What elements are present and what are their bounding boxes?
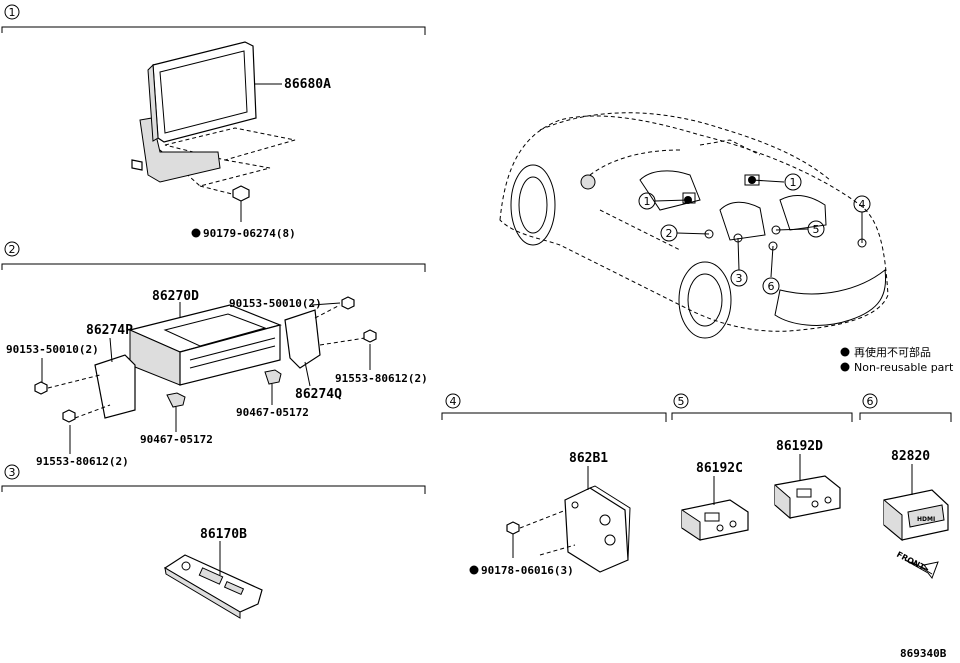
part-number-86274Q: 86274Q	[295, 387, 342, 402]
part-number-86680A: 86680A	[284, 77, 331, 92]
car-callout-4: 4	[859, 198, 866, 211]
section-6-bracket: 6	[859, 393, 952, 422]
section-4-bracket: 4	[441, 393, 667, 422]
section-1-bracket: 1	[1, 4, 426, 35]
usb-jack-c-drawing	[681, 499, 749, 541]
legend-en: Non-reusable part	[854, 361, 954, 374]
section-3-bracket: 3	[1, 464, 426, 494]
part-number-86274P: 86274P	[86, 323, 133, 338]
car-callout-2a: 2	[666, 227, 673, 240]
section-2-number: 2	[9, 243, 16, 256]
section-1-number: 1	[9, 6, 16, 19]
hdmi-port-label: HDMI	[917, 516, 935, 523]
part-number-862B1: 862B1	[569, 451, 608, 466]
car-callout-1a: 1	[644, 195, 651, 208]
part-number-screw-left: 90153-50010(2)	[6, 343, 99, 356]
car-callout-6: 6	[768, 280, 775, 293]
part-number-clip-left: 90467-05172	[140, 433, 213, 446]
part-number-86270D: 86270D	[152, 289, 199, 304]
legend-jp: 再使用不可部品	[854, 345, 931, 359]
hdmi-jack-drawing: HDMI	[883, 489, 949, 542]
remote-control-drawing	[163, 554, 263, 619]
diagram-id: 869340B	[900, 647, 947, 660]
part-number-screw-top-right: 90153-50010(2)	[229, 297, 322, 310]
part-number-82820: 82820	[891, 449, 930, 464]
section-5-bracket: 5	[671, 393, 853, 422]
car-callout-3: 3	[736, 272, 743, 285]
part-number-clip-right: 90467-05172	[236, 406, 309, 419]
part-number-display-bolt: 90179-06274(8)	[203, 227, 296, 240]
front-arrow: FRONT	[895, 550, 939, 579]
front-label: FRONT	[895, 550, 927, 573]
part-number-bolt-right: 91553-80612(2)	[335, 372, 428, 385]
part-number-bolt-left: 91553-80612(2)	[36, 455, 129, 468]
vehicle-cutaway-drawing	[499, 112, 889, 339]
section-3-number: 3	[9, 466, 16, 479]
section-6-number: 6	[867, 395, 874, 408]
usb-jack-d-drawing	[774, 475, 841, 520]
part-number-86170B: 86170B	[200, 527, 247, 542]
section-4-number: 4	[450, 395, 457, 408]
car-callout-5: 5	[813, 223, 820, 236]
legend: 再使用不可部品 Non-reusable part	[840, 345, 954, 374]
section-5-number: 5	[678, 395, 685, 408]
receiver-assembly-drawing	[34, 296, 377, 423]
part-number-86192D: 86192D	[776, 439, 823, 454]
display-assembly-drawing	[131, 41, 296, 222]
part-number-86192C: 86192C	[696, 461, 743, 476]
part-number-module-bolt: 90178-06016(3)	[481, 564, 574, 577]
module-drawing	[506, 485, 631, 573]
car-callout-1b: 1	[790, 176, 797, 189]
section-2-bracket: 2	[1, 241, 426, 272]
car-callouts: 1 1 2 3 4 5 6	[638, 173, 871, 295]
